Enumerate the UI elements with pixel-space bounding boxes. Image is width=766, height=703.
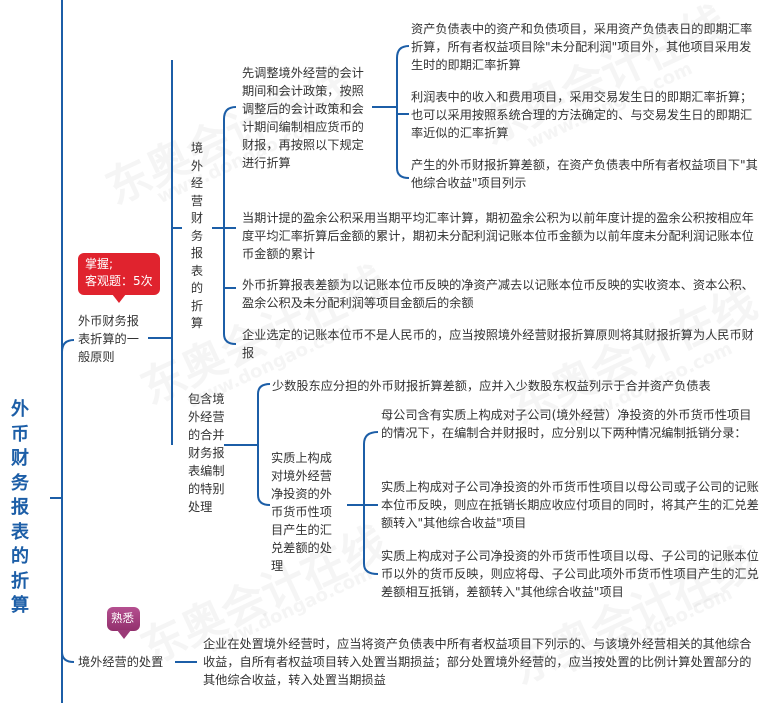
item-income-statement-rate[interactable]: 利润表中的收入和费用项目，采用交易发生日的即期汇率折算；也可以采用按照系统合理的… bbox=[411, 90, 753, 140]
badge-line-1: 掌握; bbox=[85, 257, 114, 271]
item-parent-monetary[interactable]: 母公司含有实质上构成对子公司(境外经营）净投资的外币货币性项目的情况下，在编制合… bbox=[381, 408, 752, 440]
item-minority-share[interactable]: 少数股东应分担的外币财报折算差额，应并入少数股东权益列示于合并资产负债表 bbox=[272, 379, 711, 393]
branch-general-principles[interactable]: 外币财务报表折算的一般原则 bbox=[78, 314, 139, 364]
topic-monetary-items[interactable]: 实质上构成对境外经营净投资的外币货币性项目产生的汇兑差额的处理 bbox=[271, 451, 332, 573]
item-translation-difference-oci[interactable]: 产生的外币财报折算差额，在资产负债表中所有者权益项目下"其他综合收益"项目列示 bbox=[411, 158, 758, 190]
item-difference-definition[interactable]: 外币折算报表差额为以记账本位币反映的净资产减去以记账本位币反映的实收资本、资本公… bbox=[242, 278, 754, 310]
item-surplus-reserve[interactable]: 当期计提的盈余公积采用当期平均汇率计算，期初盈余公积为以前年度计提的盈余公积按相… bbox=[242, 211, 754, 261]
item-other-currency[interactable]: 实质上构成对子公司净投资的外币货币性项目以母、子公司的记账本位币以外的货币反映，… bbox=[381, 549, 759, 599]
topic-overseas-statement-translation[interactable]: 境外经营财务报表的折算 bbox=[190, 141, 204, 330]
item-disposal-detail[interactable]: 企业在处置境外经营时，应当将资产负债表中所有者权益项目下列示的、与该境外经营相关… bbox=[203, 637, 752, 687]
item-balance-sheet-rate[interactable]: 资产负债表中的资产和负债项目，采用资产负债表日的即期汇率折算，所有者权益项目除"… bbox=[411, 22, 753, 72]
branch-disposal[interactable]: 境外经营的处置 bbox=[78, 655, 164, 669]
topic-adjust-first[interactable]: 先调整境外经营的会计期间和会计政策，按照调整后的会计政策和会计期间编制相应货币的… bbox=[242, 66, 364, 170]
badge-line-2: 客观题：5次 bbox=[85, 274, 153, 288]
familiar-badge: 熟悉 bbox=[107, 607, 140, 639]
mastery-badge: 掌握; 客观题：5次 bbox=[78, 253, 160, 303]
root-topic[interactable]: 外币财务报表的折算 bbox=[11, 399, 29, 616]
item-functional-currency[interactable]: 实质上构成对子公司净投资的外币货币性项目以母公司或子公司的记账本位币反映，则应在… bbox=[381, 480, 759, 530]
topic-consolidated-special[interactable]: 包含境外经营的合并财务报表编制的特别处理 bbox=[188, 392, 225, 514]
item-non-rmb-currency[interactable]: 企业选定的记账本位币不是人民币的，应当按照境外经营财报折算原则将其财报折算为人民… bbox=[242, 328, 754, 360]
